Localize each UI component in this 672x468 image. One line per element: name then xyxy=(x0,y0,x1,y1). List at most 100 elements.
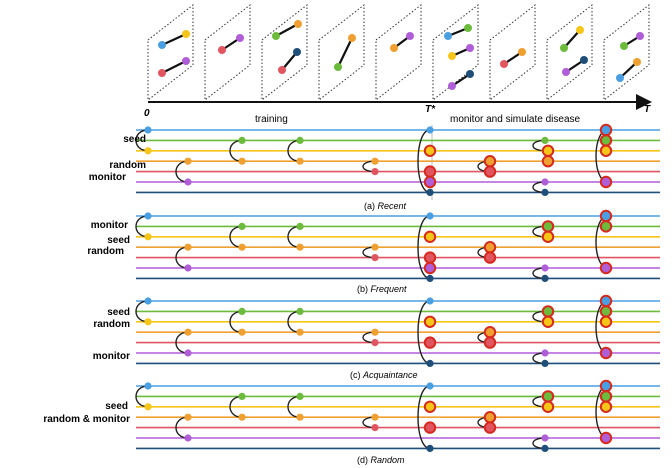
snapshot-node xyxy=(182,30,190,38)
snapshot xyxy=(603,3,650,102)
infected-node xyxy=(541,230,555,244)
panel-acquaintance: seed random monitor (c) Acquaintance xyxy=(93,294,660,380)
snapshot-frame xyxy=(204,3,251,102)
snapshot-frame xyxy=(546,3,593,102)
snapshot xyxy=(261,3,308,102)
contact-node xyxy=(371,424,379,432)
panel-label: random & monitor xyxy=(43,414,130,425)
snapshot-node xyxy=(182,57,190,65)
infected-node xyxy=(541,390,555,403)
snapshot xyxy=(147,3,194,102)
contact-node xyxy=(426,188,434,196)
snapshot-node xyxy=(466,44,474,52)
snapshot-node xyxy=(518,48,526,56)
contact-node xyxy=(541,349,549,357)
snapshot-node xyxy=(278,66,286,74)
snapshot-frame xyxy=(489,3,536,102)
infected-node xyxy=(423,315,437,328)
infected-node xyxy=(541,155,555,168)
snapshot-node xyxy=(636,32,644,40)
contact-node xyxy=(371,328,379,336)
snapshot-node xyxy=(576,26,584,34)
contact-node xyxy=(238,157,246,165)
contact-node xyxy=(144,318,152,326)
contact-node xyxy=(426,444,434,452)
panel-label: monitor xyxy=(93,351,130,362)
panel-label: monitor xyxy=(91,220,128,231)
snapshot-node xyxy=(616,74,624,82)
contact-node xyxy=(184,349,192,357)
contact-node xyxy=(144,126,152,134)
snapshot-node xyxy=(158,41,166,49)
contact-node xyxy=(238,243,246,251)
contact-node xyxy=(426,212,434,220)
panel-label: seed xyxy=(107,307,130,318)
contact-node xyxy=(144,212,152,220)
contact-node xyxy=(296,307,304,315)
panel-label: random xyxy=(87,246,124,257)
infected-node xyxy=(599,379,613,393)
contact-arc xyxy=(417,300,431,365)
infected-node xyxy=(599,134,613,147)
contact-node xyxy=(541,274,549,282)
snapshot-node xyxy=(348,34,356,42)
snapshot-node xyxy=(500,60,508,68)
snapshot-edge xyxy=(563,29,581,49)
time-axis: 0 T* T training monitor and simulate dis… xyxy=(144,94,652,125)
snapshot-node xyxy=(620,42,628,50)
snapshot-node xyxy=(580,56,588,64)
training-label: training xyxy=(255,114,288,125)
contact-arc xyxy=(417,215,431,280)
snapshot-node xyxy=(218,46,226,54)
contact-node xyxy=(426,274,434,282)
infected-node xyxy=(541,220,555,233)
panel-caption: (a) Recent xyxy=(364,201,407,211)
snapshot-node xyxy=(272,32,280,40)
snapshot xyxy=(546,3,593,102)
contact-node xyxy=(184,328,192,336)
snapshot-node xyxy=(464,24,472,32)
infected-node xyxy=(483,326,497,339)
infected-node xyxy=(541,400,555,413)
infected-node xyxy=(423,175,437,189)
snapshot-node xyxy=(236,34,244,42)
infected-node xyxy=(423,336,437,349)
contact-node xyxy=(184,243,192,251)
snapshot-edge xyxy=(161,60,187,74)
contact-node xyxy=(238,222,246,230)
infected-node xyxy=(423,421,437,434)
panel-caption: (d) Random xyxy=(357,455,405,465)
contact-node xyxy=(371,339,379,347)
infected-node xyxy=(599,294,613,308)
panel-caption: (c) Acquaintance xyxy=(350,370,418,380)
contact-node xyxy=(371,157,379,165)
snapshot-edge xyxy=(275,23,299,37)
contact-node xyxy=(144,233,152,241)
infected-node xyxy=(599,315,613,328)
snapshot-frame xyxy=(147,3,194,102)
panel-label: seed xyxy=(107,235,130,246)
infected-node xyxy=(423,144,437,158)
infected-node xyxy=(423,400,437,413)
contact-node xyxy=(144,147,152,155)
snapshot xyxy=(318,3,365,102)
time-split-label: T* xyxy=(425,104,436,115)
infected-node xyxy=(483,165,497,178)
contact-node xyxy=(296,157,304,165)
panel-frequent: monitor seed random (b) Frequent xyxy=(87,209,660,294)
snapshot-node xyxy=(158,69,166,77)
contact-node xyxy=(238,328,246,336)
time-start-label: 0 xyxy=(144,108,150,119)
contact-node xyxy=(541,178,549,186)
contact-node xyxy=(541,188,549,196)
infected-node xyxy=(483,421,497,434)
infected-node xyxy=(541,315,555,328)
snapshot xyxy=(489,3,536,102)
contact-node xyxy=(184,264,192,272)
contact-node xyxy=(184,434,192,442)
infected-node xyxy=(599,123,613,137)
snapshot xyxy=(204,3,251,102)
infected-node xyxy=(599,175,613,189)
infected-node xyxy=(599,305,613,318)
